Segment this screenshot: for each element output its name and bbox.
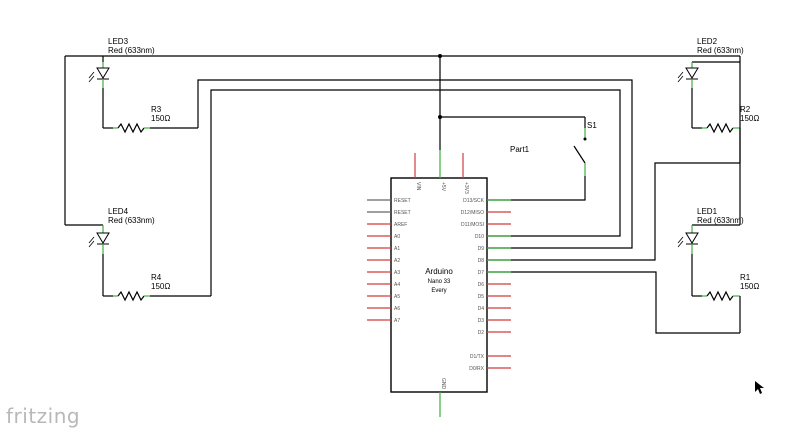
r4-symbol[interactable] xyxy=(103,290,211,302)
pin-d4: D4 xyxy=(478,306,485,312)
arduino-board[interactable]: Arduino Nano 33 Every VIN +5V +3V3 GND R… xyxy=(367,150,511,417)
r3-ref: R3 xyxy=(151,105,162,114)
pin-d12: D12/MISO xyxy=(461,210,484,216)
board-variant: Every xyxy=(431,288,446,294)
r4-ref: R4 xyxy=(151,273,162,282)
led1-ref: LED1 xyxy=(697,207,718,216)
pin-d3: D3 xyxy=(478,318,485,324)
led2-symbol[interactable] xyxy=(677,62,699,128)
pin-gnd: GND xyxy=(440,378,446,390)
pin-reset-1: RESET xyxy=(394,198,411,204)
board-model: Nano 33 xyxy=(428,279,451,285)
pin-a5: A5 xyxy=(394,294,400,300)
r1-ref: R1 xyxy=(740,273,751,282)
pin-d6: D6 xyxy=(478,282,485,288)
fritzing-logo: fritzing xyxy=(6,404,81,428)
r2-value: 150Ω xyxy=(740,114,759,123)
pin-d8: D8 xyxy=(478,258,485,264)
right-pin-header: D13/SCK D12/MISO D11/MOSI D10 D9 D8 D7 D… xyxy=(461,198,511,372)
pin-d7: D7 xyxy=(478,270,485,276)
pin-5v: +5V xyxy=(440,182,446,192)
pin-d2: D2 xyxy=(478,330,485,336)
part1-label: Part1 xyxy=(510,145,530,154)
top-power-bus xyxy=(64,54,741,226)
led1-value: Red (633nm) xyxy=(697,216,744,225)
r2-symbol[interactable] xyxy=(692,122,741,163)
led2-value: Red (633nm) xyxy=(697,46,744,55)
r2-ref: R2 xyxy=(740,105,751,114)
mouse-cursor-icon xyxy=(755,381,764,394)
pin-aref: AREF xyxy=(394,222,407,228)
switch-s1[interactable] xyxy=(487,117,587,201)
led3-symbol[interactable] xyxy=(88,62,110,128)
led2-ref: LED2 xyxy=(697,37,718,46)
led3-value: Red (633nm) xyxy=(108,46,155,55)
led1-symbol[interactable] xyxy=(677,62,741,296)
pin-d5: D5 xyxy=(478,294,485,300)
r3-symbol[interactable] xyxy=(103,122,198,134)
pin-d1-tx: D1/TX xyxy=(470,354,485,360)
pin-a1: A1 xyxy=(394,246,400,252)
pin-vin: VIN xyxy=(415,182,421,191)
led4-symbol[interactable] xyxy=(88,225,110,296)
pin-d11: D11/MOSI xyxy=(461,222,484,228)
pin-a3: A3 xyxy=(394,270,400,276)
led4-ref: LED4 xyxy=(108,207,129,216)
pin-d0-rx: D0/RX xyxy=(469,366,484,372)
pin-a0: A0 xyxy=(394,234,400,240)
pin-d10: D10 xyxy=(475,234,484,240)
pin-d13: D13/SCK xyxy=(463,198,485,204)
left-pin-header: RESET RESET AREF A0 A1 A2 A3 A4 A5 A6 A7 xyxy=(367,198,411,324)
led3-ref: LED3 xyxy=(108,37,129,46)
r1-value: 150Ω xyxy=(740,282,759,291)
r3-value: 150Ω xyxy=(151,114,170,123)
s1-ref: S1 xyxy=(587,121,597,130)
r4-value: 150Ω xyxy=(151,282,170,291)
board-name: Arduino xyxy=(425,267,453,276)
r1-symbol[interactable] xyxy=(692,290,741,333)
pin-d9: D9 xyxy=(478,246,485,252)
led4-value: Red (633nm) xyxy=(108,216,155,225)
pin-3v3: +3V3 xyxy=(463,182,469,194)
pin-a2: A2 xyxy=(394,258,400,264)
pin-a6: A6 xyxy=(394,306,400,312)
pin-reset-2: RESET xyxy=(394,210,411,216)
pin-a7: A7 xyxy=(394,318,400,324)
pin-a4: A4 xyxy=(394,282,400,288)
